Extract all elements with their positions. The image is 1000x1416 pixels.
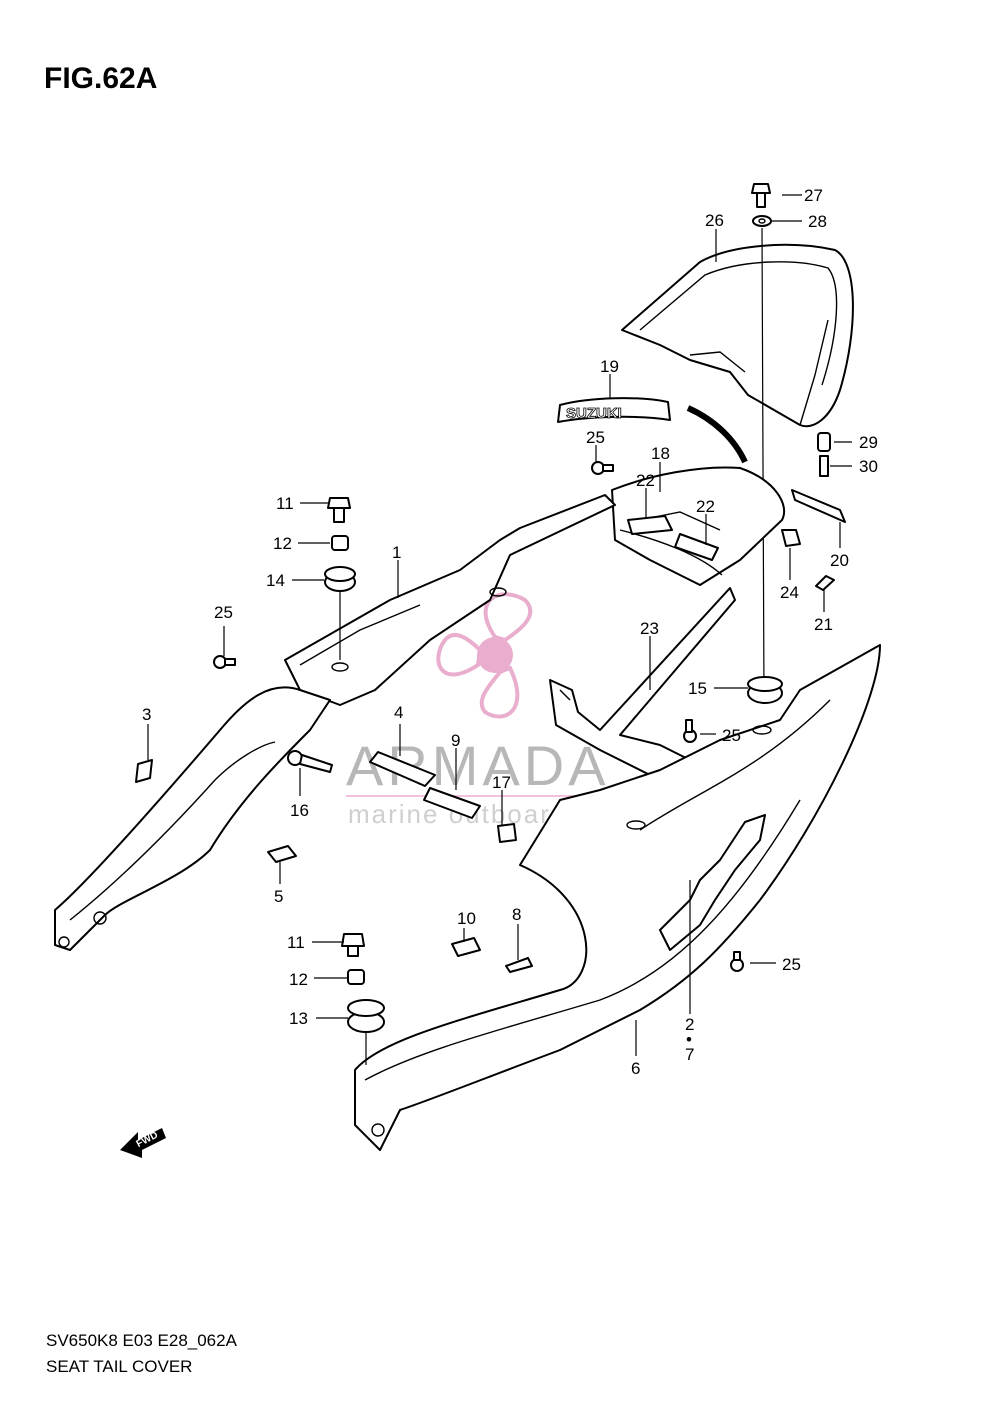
callout-22a: 22 <box>636 471 655 490</box>
watermark-propeller-icon <box>477 637 513 673</box>
part-3-pad[interactable] <box>135 759 153 783</box>
callout-7: 7 <box>685 1045 694 1064</box>
part-25-screw-d[interactable] <box>730 951 744 972</box>
callout-30: 30 <box>859 457 878 476</box>
callout-2: 2 <box>685 1015 694 1034</box>
callout-dot: • <box>686 1030 692 1049</box>
part-1-side-rail[interactable] <box>284 494 616 706</box>
part-24-clip[interactable] <box>781 529 801 547</box>
callout-14: 14 <box>266 571 285 590</box>
callout-29: 29 <box>859 433 878 452</box>
callout-28: 28 <box>808 212 827 231</box>
callout-16: 16 <box>290 801 309 820</box>
callout-23: 23 <box>640 619 659 638</box>
callout-1: 1 <box>392 543 401 562</box>
callout-24: 24 <box>780 583 799 602</box>
figure-title: FIG.62A <box>44 62 158 95</box>
part-10-pad[interactable] <box>451 937 481 957</box>
part-12-collar-lower[interactable] <box>347 969 365 985</box>
callout-9: 9 <box>451 731 460 750</box>
part-13-grommet[interactable] <box>347 999 385 1033</box>
fwd-arrow-icon: FWD <box>120 1128 166 1158</box>
callout-25a: 25 <box>586 428 605 447</box>
part-14-grommet[interactable] <box>324 566 356 592</box>
part-4-pad[interactable] <box>369 751 436 787</box>
part-27-bolt[interactable] <box>751 183 771 208</box>
callout-4: 4 <box>394 703 403 722</box>
part-22-decal-a[interactable] <box>627 515 673 535</box>
callout-10: 10 <box>457 909 476 928</box>
callout-8: 8 <box>512 905 521 924</box>
part-30-bolt[interactable] <box>819 455 829 477</box>
suzuki-decal-text: SUZUKI <box>566 405 622 422</box>
callout-12a: 12 <box>273 534 292 553</box>
part-22-decal-b[interactable] <box>674 533 719 561</box>
callout-19: 19 <box>600 357 619 376</box>
part-9-pad[interactable] <box>423 787 481 819</box>
watermark-logo <box>436 592 533 719</box>
part-2-sv-decal[interactable] <box>659 814 766 951</box>
callout-17: 17 <box>492 773 511 792</box>
part-5-pad[interactable] <box>267 845 297 863</box>
part-28-washer[interactable] <box>752 215 772 227</box>
part-21-pad[interactable] <box>815 575 835 591</box>
part-11-bolt-lower[interactable] <box>341 933 365 957</box>
callout-3: 3 <box>142 705 151 724</box>
model-code: SV650K8 E03 E28_062A <box>46 1331 237 1350</box>
part-26-grab-handle[interactable] <box>621 243 854 428</box>
part-25-screw-b[interactable] <box>213 655 236 669</box>
callout-20: 20 <box>830 551 849 570</box>
part-11-bolt-upper[interactable] <box>327 497 351 523</box>
callout-27: 27 <box>804 186 823 205</box>
callout-labels: 27 28 26 19 25 18 22 22 29 30 20 24 21 2… <box>142 186 878 1078</box>
callout-15: 15 <box>688 679 707 698</box>
callout-5: 5 <box>274 887 283 906</box>
leader-lines <box>147 194 852 1056</box>
callout-11b: 11 <box>287 933 305 952</box>
part-15-grommet[interactable] <box>747 676 783 704</box>
callout-12b: 12 <box>289 970 308 989</box>
part-12-collar-upper[interactable] <box>331 535 349 551</box>
section-name: SEAT TAIL COVER <box>46 1357 193 1376</box>
part-19-suzuki-decal[interactable]: SUZUKI <box>557 397 671 423</box>
part-20-strip[interactable] <box>791 489 846 523</box>
part-16-screw[interactable] <box>287 750 333 773</box>
callout-18: 18 <box>651 444 670 463</box>
callout-25c: 25 <box>722 726 741 745</box>
part-left-side-cover[interactable] <box>54 686 331 951</box>
callout-26: 26 <box>705 211 724 230</box>
callout-21: 21 <box>814 615 833 634</box>
part-25-screw-c[interactable] <box>683 719 697 743</box>
part-8-pad[interactable] <box>505 957 533 973</box>
part-25-screw-a[interactable] <box>591 461 614 475</box>
part-17-clip[interactable] <box>497 823 517 843</box>
callout-25b: 25 <box>214 603 233 622</box>
decal-arc <box>686 405 748 464</box>
callout-13: 13 <box>289 1009 308 1028</box>
callout-6: 6 <box>631 1059 640 1078</box>
callout-25d: 25 <box>782 955 801 974</box>
callout-22b: 22 <box>696 497 715 516</box>
part-23-center-bracket[interactable] <box>549 587 736 776</box>
part-6-right-side-cover[interactable] <box>354 644 881 1151</box>
part-29-collar[interactable] <box>817 432 831 452</box>
callout-11a: 11 <box>276 494 294 513</box>
